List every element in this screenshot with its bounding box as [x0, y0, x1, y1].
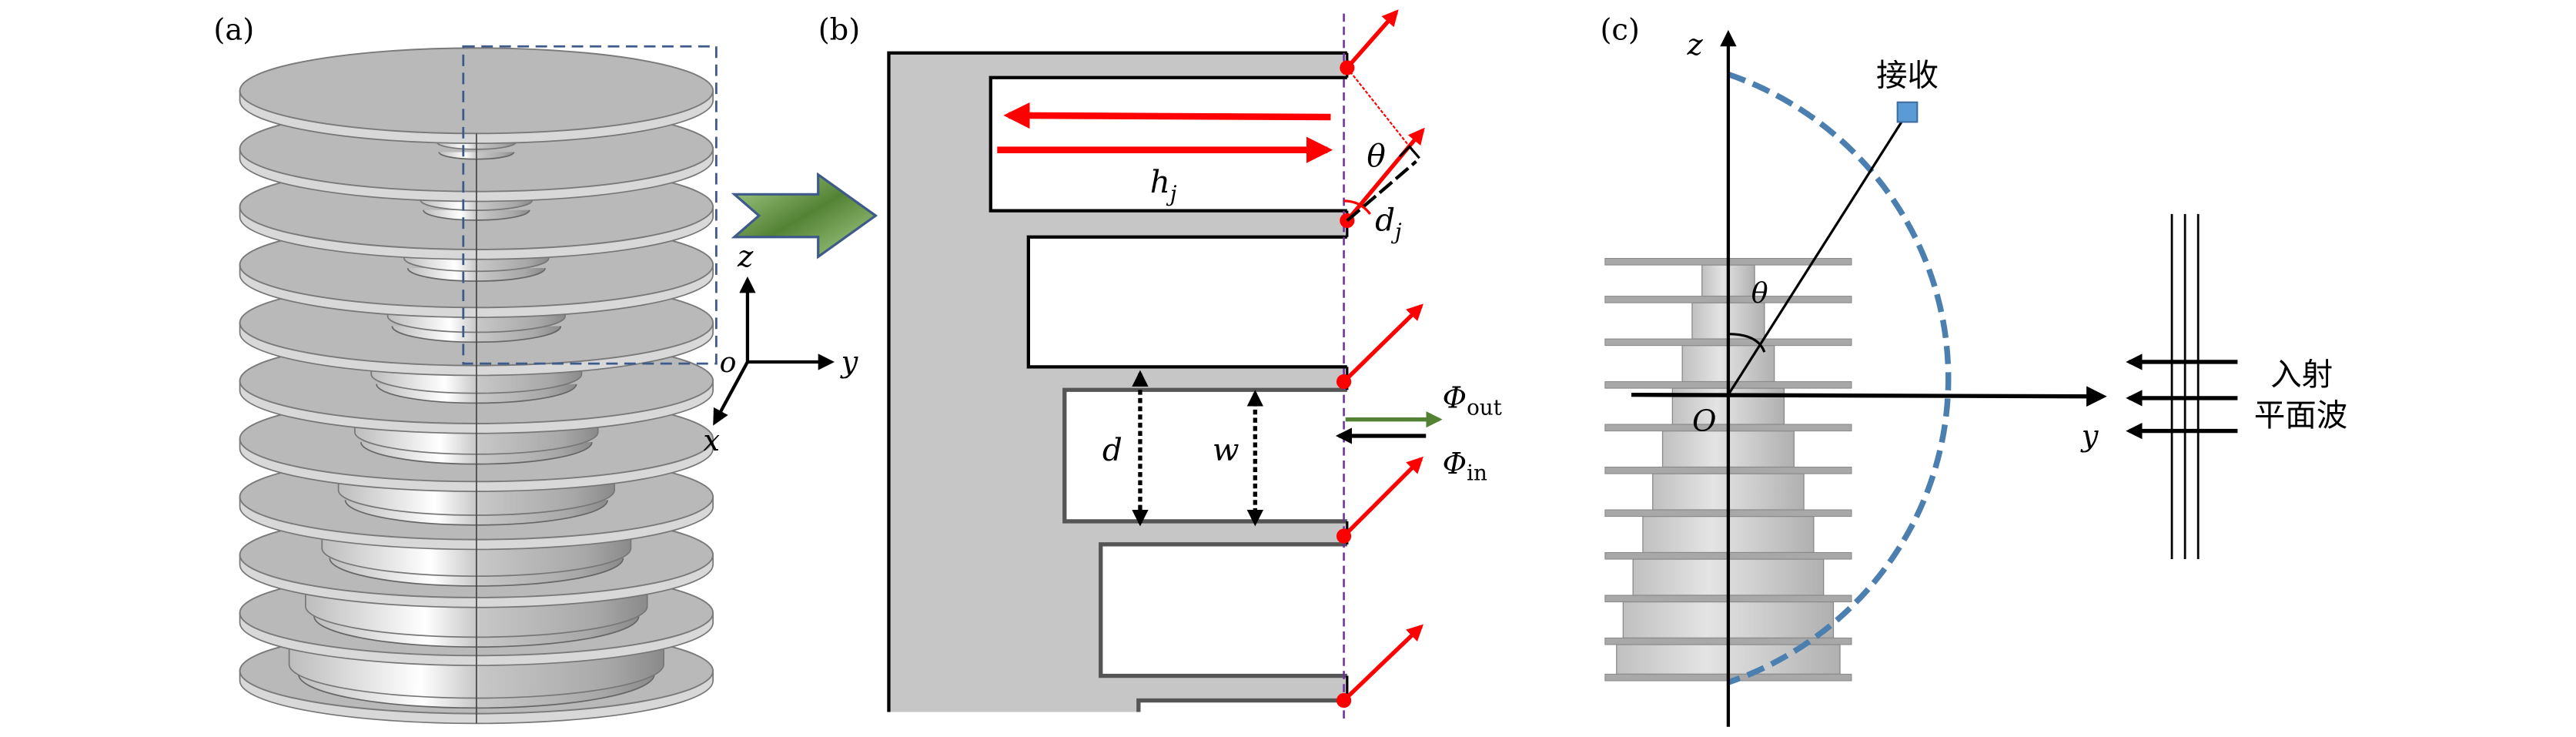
- theta-arc: [1343, 199, 1371, 215]
- radiation-arrow: [1345, 9, 1399, 69]
- disc-stack-3d: [239, 47, 714, 725]
- axes-3d: z y x o: [703, 240, 858, 458]
- panel-c-label: (c): [1600, 13, 1639, 48]
- theta-arc-c: [1728, 333, 1766, 353]
- right-angle-marker: [1398, 145, 1420, 159]
- y-axis-c: [1631, 386, 2107, 407]
- receiver-direction-line: [1727, 115, 1907, 396]
- panel-c: (c) z y O θ 接收 入射 平面波: [1600, 13, 2347, 727]
- axis-label-y: y: [840, 345, 859, 380]
- panel-a: (a) z y x o: [213, 13, 859, 725]
- symbol-theta-c: θ: [1751, 276, 1768, 310]
- radiation-arrow: [1342, 456, 1423, 538]
- incident-wave-arrows: [2126, 353, 2238, 440]
- plane-wave-fronts: [2170, 213, 2200, 560]
- axis-label-y-c: y: [2080, 419, 2099, 454]
- radiation-arrow: [1342, 624, 1423, 702]
- axis-label-origin: o: [720, 346, 737, 379]
- disc-top: [239, 47, 714, 135]
- receiver-arc: [1727, 71, 1952, 685]
- incident-label-line2: 平面波: [2254, 397, 2348, 434]
- zoom-region-box: [462, 45, 718, 365]
- wavefront-perpendicular: [1346, 67, 1410, 148]
- axis-label-origin-c: O: [1692, 404, 1716, 439]
- receiver-label: 接收: [1876, 56, 1939, 93]
- incident-label-line1: 入射: [2270, 356, 2333, 393]
- radiation-source-dot: [1336, 692, 1352, 709]
- symbol-h-j: hj: [1150, 163, 1177, 206]
- symbol-phi-out: Φout: [1443, 381, 1502, 420]
- panel-a-label: (a): [213, 13, 254, 48]
- radiation-arrows: [1336, 9, 1425, 709]
- receiver-icon: [1896, 101, 1919, 123]
- transition-arrow-icon: [731, 172, 878, 260]
- symbol-d-j: dj: [1375, 201, 1402, 244]
- cross-section-body: [888, 52, 1347, 712]
- symbol-theta-b: θ: [1367, 137, 1385, 174]
- axis-label-x: x: [703, 424, 720, 458]
- radiation-source-dot: [1336, 374, 1352, 390]
- radiation-arrow: [1342, 303, 1423, 384]
- reflected-wave-arrow: [1003, 102, 1331, 129]
- symbol-d: d: [1102, 431, 1122, 468]
- axis-label-z: z: [737, 240, 754, 274]
- path-difference-segment: [1346, 160, 1417, 223]
- axis-label-z-c: z: [1687, 28, 1704, 62]
- x-axis: [713, 360, 749, 426]
- panel-b-label: (b): [818, 13, 861, 48]
- symbol-phi-in: Φin: [1443, 447, 1487, 486]
- radiation-source-dot: [1336, 528, 1352, 544]
- symbol-w: w: [1213, 431, 1239, 468]
- cross-section-edges: [887, 51, 1349, 712]
- panel-b: (b) hj θ dj d w: [818, 9, 1502, 724]
